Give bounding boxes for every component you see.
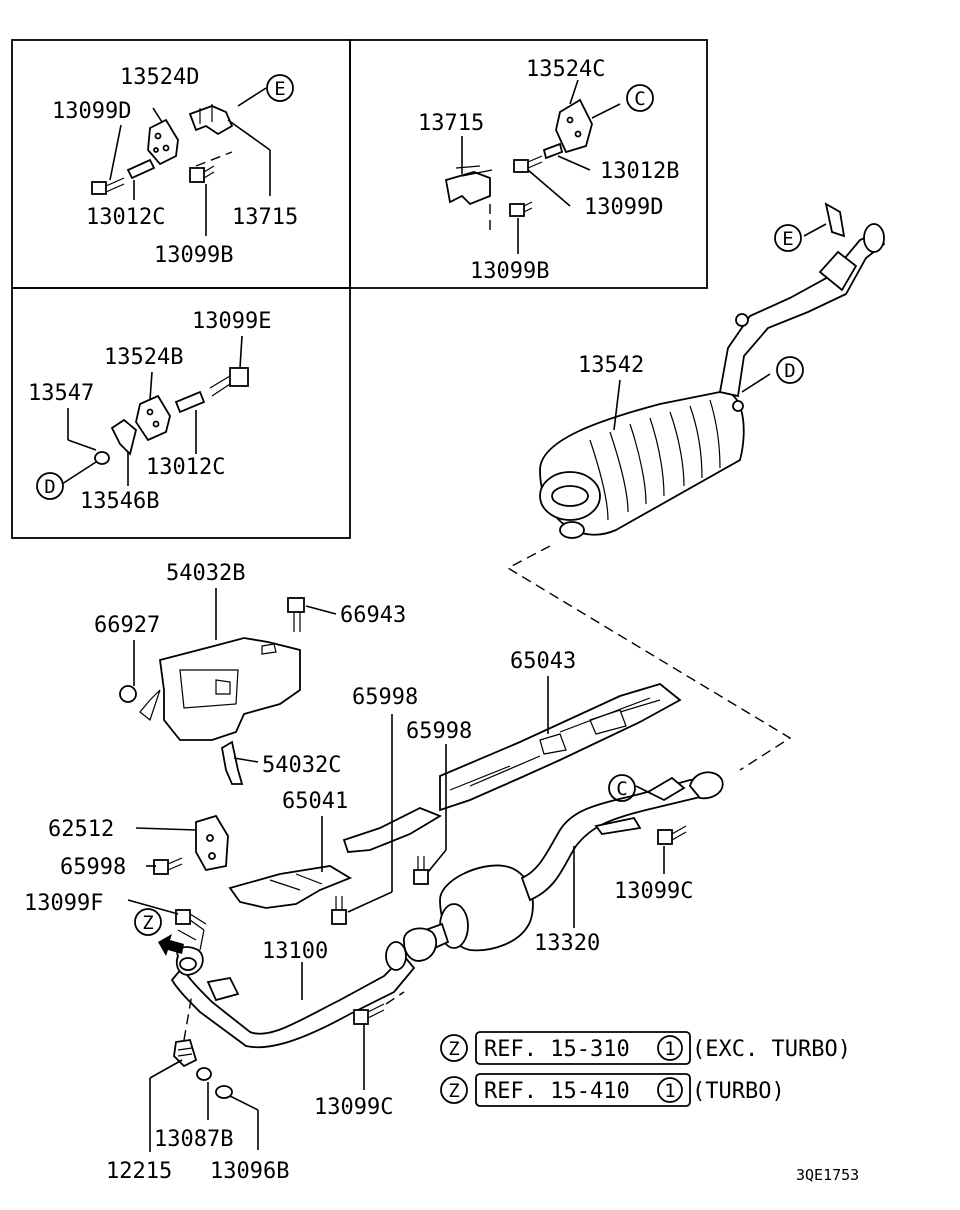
washer-13547 xyxy=(94,451,110,465)
nut-66927 xyxy=(119,685,137,703)
nut-13096B xyxy=(215,1085,233,1099)
nut-13087B xyxy=(196,1067,212,1081)
label-13099F: 13099F xyxy=(24,891,103,916)
label-13524B: 13524B xyxy=(104,345,183,370)
bracket-54032C xyxy=(221,740,244,785)
label-65043: 65043 xyxy=(510,649,576,674)
callout-e-top-letter: E xyxy=(274,78,285,100)
diagram-code: 3QE1753 xyxy=(796,1166,859,1184)
reference-2-note: (TURBO) xyxy=(692,1079,785,1104)
label-65041: 65041 xyxy=(282,789,348,814)
callout-c-pipe-letter: C xyxy=(616,778,627,800)
bolt-13099B-b xyxy=(489,201,533,230)
center-pipe-13320 xyxy=(403,771,724,962)
label-65998-b: 65998 xyxy=(406,719,472,744)
callout-c-top: C xyxy=(626,84,654,112)
gasket-12215 xyxy=(173,1038,198,1068)
callout-d-muffler-letter: D xyxy=(784,360,795,382)
callout-e-tailpipe: E xyxy=(774,224,802,252)
label-13099B-b: 13099B xyxy=(470,259,549,284)
bolt-13099F xyxy=(175,909,207,931)
label-13012C-a: 13012C xyxy=(86,205,165,230)
reference-1-z-letter: Z xyxy=(448,1038,459,1060)
label-13715-b: 13715 xyxy=(418,111,484,136)
bracket-13546B xyxy=(110,418,138,456)
pin-13012B xyxy=(542,142,564,160)
bolt-65998-c xyxy=(153,857,183,875)
bracket-13715-b xyxy=(444,165,493,206)
detail-box-left-middle xyxy=(11,287,351,539)
label-12215: 12215 xyxy=(106,1159,172,1184)
hanger-13524D xyxy=(147,118,179,166)
label-13715-a: 13715 xyxy=(232,205,298,230)
heat-protector-65041 xyxy=(228,865,353,909)
label-13547: 13547 xyxy=(28,381,94,406)
bolt-13099C-b xyxy=(353,991,405,1025)
label-65998-c: 65998 xyxy=(60,855,126,880)
bolt-13099D-a xyxy=(91,177,125,195)
callout-e-tailpipe-letter: E xyxy=(782,228,793,250)
bolt-65998-a xyxy=(331,896,347,925)
label-54032C: 54032C xyxy=(262,753,341,778)
callout-d-left-letter: D xyxy=(44,476,55,498)
heat-shield-54032B xyxy=(139,637,301,741)
callout-z-pipe-letter: Z xyxy=(142,912,153,934)
detail-box-top-right xyxy=(349,39,708,289)
label-13524C: 13524C xyxy=(526,57,605,82)
label-66943: 66943 xyxy=(340,603,406,628)
label-13524D: 13524D xyxy=(120,65,199,90)
reference-2-text: REF. 15-410 xyxy=(484,1079,630,1104)
label-13087B: 13087B xyxy=(154,1127,233,1152)
label-13320: 13320 xyxy=(534,931,600,956)
bolt-13099E xyxy=(209,367,249,397)
label-62512: 62512 xyxy=(48,817,114,842)
reference-row-2: Z REF. 15-410 1 (TURBO) xyxy=(440,1073,785,1107)
bracket-62512 xyxy=(195,814,229,872)
reference-1-circled: 1 xyxy=(664,1038,675,1060)
bracket-13715-a xyxy=(188,104,234,136)
label-13546B: 13546B xyxy=(80,489,159,514)
main-muffler-13542 xyxy=(539,202,886,539)
label-13012B: 13012B xyxy=(600,159,679,184)
hanger-13524B xyxy=(135,394,171,442)
reference-1-note: (EXC. TURBO) xyxy=(692,1037,851,1062)
pin-13012C-b xyxy=(174,390,206,414)
reference-2-circled: 1 xyxy=(664,1080,675,1102)
callout-d-left: D xyxy=(36,472,64,500)
label-13099D-b: 13099D xyxy=(584,195,663,220)
reference-2-z-letter: Z xyxy=(448,1080,459,1102)
pin-13012C-a xyxy=(126,158,156,180)
bolt-13099B-a xyxy=(189,151,233,183)
hanger-13524C xyxy=(555,98,593,154)
label-54032B: 54032B xyxy=(166,561,245,586)
callout-d-muffler: D xyxy=(776,356,804,384)
reference-row-1: Z REF. 15-310 1 (EXC. TURBO) xyxy=(440,1031,851,1065)
callout-c-pipe: C xyxy=(608,774,636,802)
callout-z-pipe: Z xyxy=(134,908,162,936)
label-13542: 13542 xyxy=(578,353,644,378)
callout-e-top: E xyxy=(266,74,294,102)
label-13096B: 13096B xyxy=(210,1159,289,1184)
label-13099C-b: 13099C xyxy=(314,1095,393,1120)
label-13099B-a: 13099B xyxy=(154,243,233,268)
bolt-13099C-a xyxy=(657,825,687,845)
label-66927: 66927 xyxy=(94,613,160,638)
front-pipe-13100 xyxy=(170,941,416,1049)
label-13012C-b: 13012C xyxy=(146,455,225,480)
callout-c-top-letter: C xyxy=(634,88,645,110)
reference-1-text: REF. 15-310 xyxy=(484,1037,630,1062)
label-13099C-a: 13099C xyxy=(614,879,693,904)
label-13099E: 13099E xyxy=(192,309,271,334)
bolt-13099D-b xyxy=(513,155,543,173)
label-65998-a: 65998 xyxy=(352,685,418,710)
label-13099D-a: 13099D xyxy=(52,99,131,124)
bolt-65998-b xyxy=(413,856,429,885)
bolt-66943 xyxy=(287,597,305,632)
front-arrow-icon xyxy=(158,934,184,956)
label-13100: 13100 xyxy=(262,939,328,964)
